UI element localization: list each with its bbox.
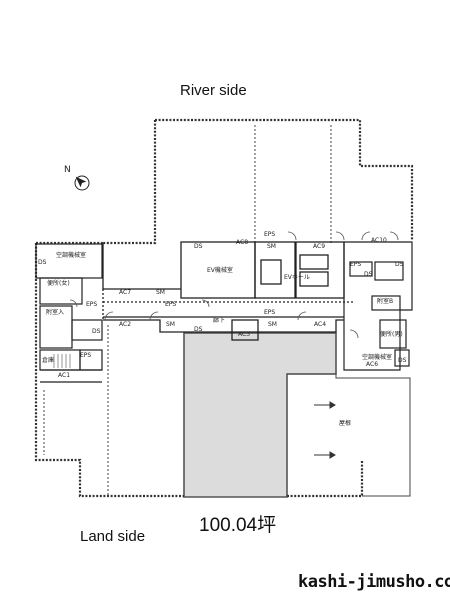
room-sm-low: SM bbox=[268, 321, 277, 328]
room-hall-label: 廊下 bbox=[213, 316, 225, 324]
right-rooms bbox=[343, 241, 413, 371]
door-swings bbox=[69, 231, 399, 339]
room-aircon-right: 空調機械室 bbox=[362, 353, 392, 361]
compass-north-label: N bbox=[64, 165, 71, 175]
room-ac3: AC3 bbox=[238, 331, 250, 338]
room-eps-left2: EPS bbox=[80, 352, 91, 359]
room-ac4: AC4 bbox=[314, 321, 326, 328]
website-label: kashi-jimusho.com bbox=[298, 572, 450, 592]
room-eps-left: EPS bbox=[86, 301, 97, 308]
area-label: 100.04坪 bbox=[199, 515, 277, 536]
land-side-label: Land side bbox=[80, 528, 146, 545]
room-aircon-left: 空調機械室 bbox=[56, 251, 86, 259]
room-ac7: AC7 bbox=[119, 289, 131, 296]
room-ds-right2: DS bbox=[395, 261, 404, 268]
compass-icon bbox=[74, 175, 90, 191]
room-sm-top: SM bbox=[267, 243, 276, 250]
room-sm-left: SM bbox=[156, 289, 165, 296]
room-ds-right3: DS bbox=[398, 357, 407, 364]
building-outline bbox=[34, 118, 414, 498]
room-ds-top: DS bbox=[194, 243, 203, 250]
room-eps-right: EPS bbox=[350, 261, 361, 268]
rental-area-highlight bbox=[183, 332, 337, 498]
room-ac2: AC2 bbox=[119, 321, 131, 328]
room-ds-left2: DS bbox=[92, 328, 101, 335]
room-anteroom: 附室入 bbox=[46, 308, 64, 316]
room-ac9: AC9 bbox=[313, 243, 325, 250]
room-ev-machine: EV機械室 bbox=[207, 266, 233, 274]
room-ac6: AC6 bbox=[366, 361, 378, 368]
room-ev-hall: EVホール bbox=[284, 274, 310, 281]
room-ds-mid: DS bbox=[194, 326, 203, 333]
room-labels: DS AC8 SM AC9 AC10 EPS EV機械室 EVホール EPS A… bbox=[38, 231, 407, 427]
room-ds-right: DS bbox=[364, 271, 373, 278]
room-eps-mid: EPS bbox=[165, 301, 176, 308]
room-ac10: AC10 bbox=[371, 237, 387, 244]
roof-outline bbox=[287, 373, 411, 497]
room-ac1: AC1 bbox=[58, 372, 70, 379]
left-rooms bbox=[35, 243, 103, 383]
room-sm-mid: SM bbox=[166, 321, 175, 328]
room-eps-top: EPS bbox=[264, 231, 275, 238]
core-walls bbox=[102, 241, 355, 341]
river-side-label: River side bbox=[180, 82, 247, 99]
room-ac8: AC8 bbox=[236, 239, 248, 246]
room-eps-low: EPS bbox=[264, 309, 275, 316]
room-ds-left: DS bbox=[38, 259, 47, 266]
room-toilet-left: 便所(女) bbox=[47, 279, 70, 287]
column-lines bbox=[43, 125, 332, 496]
room-roof: 屋根 bbox=[339, 419, 351, 427]
room-toilet-right: 便所(男) bbox=[380, 330, 403, 338]
room-storage: 倉庫 bbox=[42, 356, 54, 364]
room-anteroom-b: 附室B bbox=[377, 297, 393, 305]
roof-arrows bbox=[314, 401, 336, 459]
